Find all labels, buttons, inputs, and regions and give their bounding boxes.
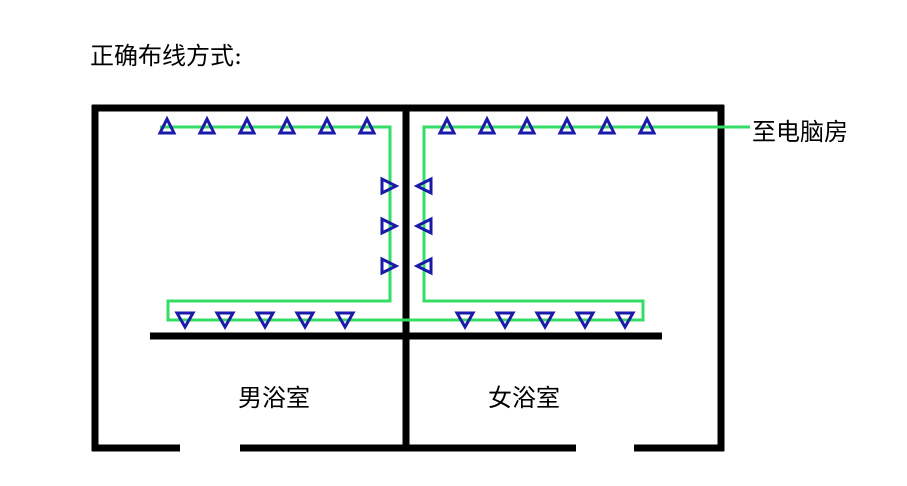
sprinkler-up-icon xyxy=(597,115,617,135)
sprinkler-up-icon xyxy=(277,115,297,135)
sprinkler-left-icon xyxy=(413,256,433,276)
sprinkler-up-icon xyxy=(317,115,337,135)
diagram-caption: 正确布线方式: xyxy=(90,42,243,70)
sprinkler-up-icon xyxy=(557,115,577,135)
sprinkler-left-icon xyxy=(413,176,433,196)
sprinkler-left-icon xyxy=(413,216,433,236)
sprinkler-down-icon xyxy=(214,311,236,331)
sprinkler-down-icon xyxy=(454,311,476,331)
sprinkler-down-icon xyxy=(174,311,196,331)
sprinkler-down-icon xyxy=(574,311,596,331)
sprinkler-down-icon xyxy=(334,311,356,331)
sprinkler-right-icon xyxy=(380,256,400,276)
sprinkler-down-icon xyxy=(494,311,516,331)
sprinkler-up-icon xyxy=(477,115,497,135)
cable-routes xyxy=(160,125,750,322)
sprinkler-up-icon xyxy=(517,115,537,135)
sprinkler-right-icon xyxy=(380,216,400,236)
sprinkler-symbols xyxy=(157,115,657,331)
sprinkler-up-icon xyxy=(437,115,457,135)
destination-label: 至电脑房 xyxy=(752,118,848,146)
sprinkler-down-icon xyxy=(614,311,636,331)
sprinkler-up-icon xyxy=(157,115,177,135)
sprinkler-right-icon xyxy=(380,176,400,196)
room-label-women: 女浴室 xyxy=(488,384,560,412)
cable-left-room xyxy=(160,125,750,322)
sprinkler-down-icon xyxy=(294,311,316,331)
sprinkler-down-icon xyxy=(534,311,556,331)
sprinkler-up-icon xyxy=(197,115,217,135)
sprinkler-up-icon xyxy=(637,115,657,135)
walls xyxy=(91,104,725,452)
sprinkler-up-icon xyxy=(237,115,257,135)
room-label-men: 男浴室 xyxy=(238,384,310,412)
sprinkler-down-icon xyxy=(254,311,276,331)
sprinkler-up-icon xyxy=(357,115,377,135)
